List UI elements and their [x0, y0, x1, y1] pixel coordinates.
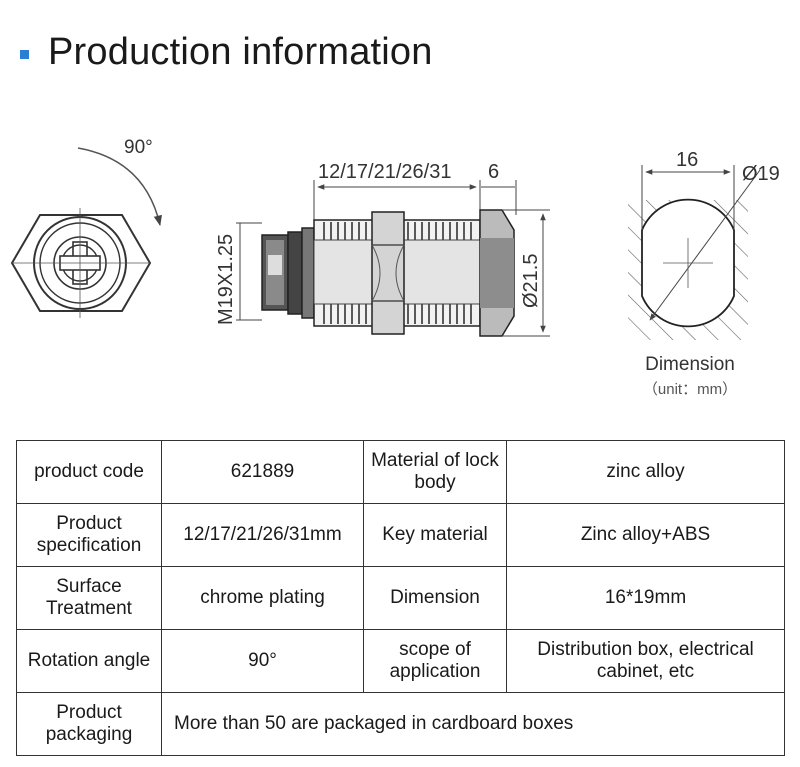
spec-key: Key material	[363, 503, 507, 567]
spec-table: product code 621889 Material of lock bod…	[16, 440, 785, 756]
page-title: Production information	[48, 30, 433, 73]
dimension-caption: Dimension （unit：mm）	[600, 354, 780, 399]
spec-value: 12/17/21/26/31mm	[161, 503, 364, 567]
dimension-caption-unit: （unit：mm）	[642, 381, 738, 398]
spec-value: chrome plating	[161, 566, 364, 630]
front-view: 90°	[10, 137, 162, 318]
spec-key: Surface Treatment	[16, 566, 162, 630]
spec-key: product code	[16, 440, 162, 504]
table-row: Product specification 12/17/21/26/31mm K…	[16, 503, 785, 567]
table-row: Surface Treatment chrome plating Dimensi…	[16, 566, 785, 630]
spec-key: Rotation angle	[16, 629, 162, 693]
square-bullet-icon	[20, 49, 29, 59]
spec-key: scope of application	[363, 629, 507, 693]
spec-value: 90°	[161, 629, 364, 693]
spec-key: Material of lock body	[363, 440, 507, 504]
spec-value: zinc alloy	[506, 440, 785, 504]
section-header: Production information	[20, 28, 433, 76]
cut-diameter-label: Ø19	[742, 163, 780, 185]
spec-value: Distribution box, electrical cabinet, et…	[506, 629, 785, 693]
length-label: 12/17/21/26/31	[318, 161, 451, 183]
middle-hex-nut	[371, 211, 405, 335]
head-length-label: 6	[488, 161, 499, 183]
diameter-label: Ø21.5	[520, 254, 542, 308]
spec-key: Product packaging	[16, 692, 162, 756]
table-row: Rotation angle 90° scope of application …	[16, 629, 785, 693]
table-row: Product packaging More than 50 are packa…	[16, 692, 785, 756]
rotation-label: 90°	[124, 137, 153, 158]
spec-key: Product specification	[16, 503, 162, 567]
side-view: 12/17/21/26/31 6 M19X1.25	[215, 161, 550, 337]
technical-drawing: 90° 12/17/21/26/31 6 M19X1.25	[10, 137, 780, 340]
spec-value: 621889	[161, 440, 364, 504]
thread-label: M19X1.25	[215, 234, 237, 325]
spec-value: 16*19mm	[506, 566, 785, 630]
spec-key: Dimension	[363, 566, 507, 630]
cross-section-view: 16 Ø19	[628, 149, 780, 340]
table-row: product code 621889 Material of lock bod…	[16, 440, 785, 504]
dimension-caption-title: Dimension	[645, 354, 735, 375]
rotation-arrow	[77, 147, 162, 227]
spec-value: More than 50 are packaged in cardboard b…	[161, 692, 785, 756]
spec-value: Zinc alloy+ABS	[506, 503, 785, 567]
width-label: 16	[676, 149, 698, 171]
